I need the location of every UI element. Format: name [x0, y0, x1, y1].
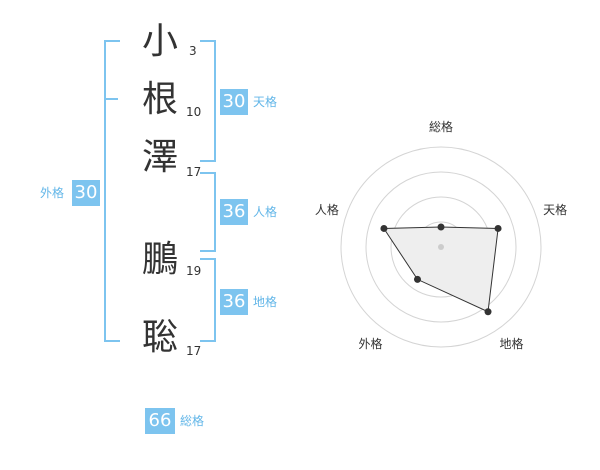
name-char-3: 澤	[142, 137, 179, 178]
gaikaku-value: 30	[72, 180, 100, 206]
radar-point-2	[484, 308, 492, 316]
chikaku-label: 地格	[253, 295, 278, 309]
stroke-count-3: 17	[186, 165, 202, 179]
radar-axis-label-1: 天格	[543, 202, 567, 217]
chikaku-value: 36	[220, 289, 248, 315]
radar-center-dot	[438, 244, 444, 250]
gaikaku-bracket-tick	[104, 98, 118, 100]
radar-point-1	[494, 224, 502, 232]
stroke-count-1: 3	[189, 44, 197, 58]
radar-point-0	[437, 223, 445, 231]
radar-ring-4	[340, 146, 542, 348]
radar-axis-label-0: 総格	[429, 119, 453, 134]
stroke-count-5: 17	[186, 344, 202, 358]
chikaku-bracket	[200, 258, 216, 342]
radar-point-4	[380, 224, 388, 232]
radar-point-3	[413, 275, 421, 283]
jinkaku-label: 人格	[253, 205, 278, 219]
radar-ring-3	[365, 171, 517, 323]
tenkaku-label: 天格	[253, 95, 278, 109]
radar-axis-label-3: 外格	[358, 336, 382, 351]
stroke-count-4: 19	[186, 264, 202, 278]
tenkaku-value: 30	[220, 89, 248, 115]
soukaku-label: 総格	[180, 414, 205, 428]
jinkaku-bracket	[200, 172, 216, 252]
name-char-2: 根	[142, 79, 179, 120]
name-char-4: 鵬	[142, 239, 179, 280]
gaikaku-label: 外格	[40, 186, 65, 200]
radar-polygon	[382, 226, 499, 313]
name-char-5: 聡	[142, 317, 179, 358]
soukaku-value: 66	[145, 408, 175, 434]
radar-axis-label-2: 地格	[499, 336, 523, 351]
stroke-count-2: 10	[186, 105, 202, 119]
tenkaku-bracket	[200, 40, 216, 162]
name-char-1: 小	[142, 21, 179, 62]
radar-axis-label-4: 人格	[315, 202, 339, 217]
gaikaku-bracket	[104, 40, 120, 342]
jinkaku-value: 36	[220, 199, 248, 225]
